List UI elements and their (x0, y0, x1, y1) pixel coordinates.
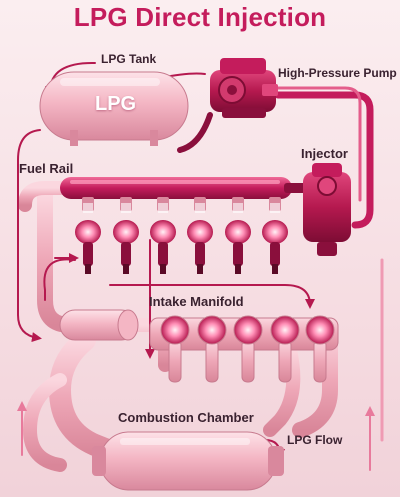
diagram-title: LPG Direct Injection (73, 2, 327, 32)
high-pressure-pump (210, 58, 278, 118)
intake-pipe-left (59, 309, 139, 341)
injector-4 (187, 197, 213, 274)
label-lpg-flow: LPG Flow (287, 433, 343, 447)
injector-3 (150, 197, 176, 274)
label-intake-manifold: Intake Manifold (149, 294, 244, 309)
combustion-chamber (92, 431, 284, 491)
tank-marking: LPG (95, 93, 137, 115)
injector-6 (262, 197, 288, 274)
intake-manifold (149, 315, 339, 383)
lpg-tank (39, 71, 189, 146)
label-lpg-tank: LPG Tank (101, 52, 157, 66)
injector-5 (225, 197, 251, 274)
manifold-port-5 (305, 315, 335, 383)
manifold-port-4 (270, 315, 300, 383)
injector-1 (75, 197, 101, 274)
injector-row (75, 197, 288, 274)
fuel-rail (60, 177, 306, 199)
injector-assembly (303, 163, 351, 256)
label-combustion-chamber: Combustion Chamber (118, 410, 254, 425)
manifold-port-2 (197, 315, 227, 383)
label-injector: Injector (301, 146, 348, 161)
injector-2 (113, 197, 139, 274)
label-fuel-rail: Fuel Rail (19, 161, 74, 176)
manifold-port-3 (233, 315, 263, 383)
label-high-pressure-pump: High-Pressure Pump (278, 66, 397, 80)
manifold-port-1 (160, 315, 190, 383)
